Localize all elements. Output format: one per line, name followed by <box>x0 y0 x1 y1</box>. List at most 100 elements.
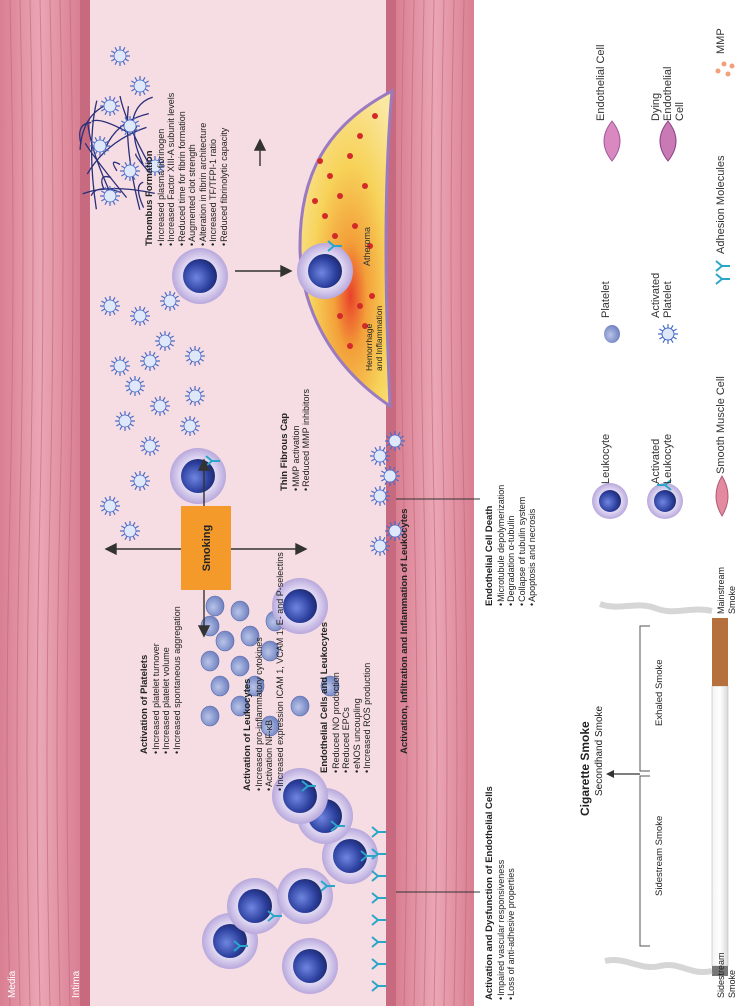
legend-mmp: MMP <box>715 28 727 54</box>
annotation-item: Increased platelet volume <box>161 606 172 754</box>
endo-leuko-list: Reduced NO productionReduced EPCseNOS un… <box>331 622 373 773</box>
lipid-dot <box>347 153 353 159</box>
legend-endothelial-cell: Endothelial Cell <box>595 45 607 121</box>
legend-leukocyte: Leukocyte <box>600 434 612 484</box>
annotation-item: Increased TF/TFPI-1 ratio <box>208 93 219 246</box>
intima-layer-label: Intima <box>72 971 83 998</box>
platelet <box>201 706 219 726</box>
lipid-dot <box>372 113 378 119</box>
cell-death-title: Endothelial Cell Death <box>485 485 496 606</box>
platelets-list: Increased platelet turnoverIncreased pla… <box>151 606 183 754</box>
platelet <box>201 651 219 671</box>
legend-dying-endothelial-cell-icon <box>660 121 676 161</box>
fibrous-cap-annotation: Thin Fibrous Cap MMP activationReduced M… <box>280 389 312 491</box>
annotation-item: Increased Factor XIII-A subunit levels <box>166 93 177 246</box>
leukocytes-list: Increased pro-inflammatory cytokinesActi… <box>254 552 286 791</box>
leukocytes-title: Activation of Leukocytes <box>243 552 254 791</box>
legend-activated-platelet-icon <box>658 324 678 344</box>
smoking-label: Smoking <box>201 525 213 571</box>
lipid-dot <box>357 133 363 139</box>
cigarette-smoke-title: Cigarette Smoke <box>580 721 591 816</box>
legend-adhesion-molecules: Adhesion Molecules <box>715 156 727 254</box>
infiltration-annotation: Activation, Infiltration and Inflammatio… <box>400 509 411 754</box>
leukocytes-annotation: Activation of Leukocytes Increased pro-i… <box>243 552 285 791</box>
endo-leuko-annotation: Endothelial Cells and Leukocytes Reduced… <box>320 622 373 773</box>
sidestream-bracket <box>640 776 650 946</box>
adhesion-molecule <box>716 274 730 284</box>
media-layer-label: Media <box>8 971 19 998</box>
lipid-dot <box>312 198 318 204</box>
legend-activated-leukocyte-icon <box>647 480 683 519</box>
legend-activated-platelet: Activated Platelet <box>650 258 674 318</box>
sidestream-end-label: Sidestream Smoke <box>716 950 737 998</box>
lipid-dot <box>357 303 363 309</box>
platelets-title: Activation of Platelets <box>140 606 151 754</box>
legend-dying-endothelial-cell: Dying Endothelial Cell <box>650 46 686 121</box>
annotation-item: eNOS uncoupling <box>352 622 363 773</box>
annotation-item: Loss of anti-adhesive properties <box>506 786 517 1000</box>
endo-dysfunction-annotation: Activation and Dysfunction of Endothelia… <box>485 786 517 1000</box>
upper-intima <box>80 0 90 1006</box>
endo-leuko-title: Endothelial Cells and Leukocytes <box>320 622 331 773</box>
mainstream-end-label: Mainstream Smoke <box>716 562 737 614</box>
lower-vessel-wall <box>396 0 474 1006</box>
annotation-item: Increased platelet turnover <box>151 606 162 754</box>
legend-activated-leukocyte: Activated Leukocyte <box>650 424 674 484</box>
annotation-item: Reduced time for fibrin formation <box>177 93 188 246</box>
exhaled-bracket <box>640 626 650 771</box>
legend-smooth-muscle-cell: Smooth Muscle Cell <box>715 376 727 474</box>
platelets-annotation: Activation of Platelets Increased platel… <box>140 606 182 754</box>
annotation-item: Reduced fibrinolytic capacity <box>219 93 230 246</box>
fibrous-cap-list: MMP activationReduced MMP inhibitors <box>291 389 312 491</box>
sidestream-smoke-plume <box>605 960 712 972</box>
annotation-item: Degradation α-tubulin <box>506 485 517 606</box>
annotation-item: Increased spontaneous aggregation <box>172 606 183 754</box>
annotation-item: Reduced MMP inhibitors <box>301 389 312 491</box>
annotation-item: Increased ROS production <box>362 622 373 773</box>
annotation-item: Reduced NO production <box>331 622 342 773</box>
lipid-dot <box>352 223 358 229</box>
adhesion-molecule <box>716 261 730 271</box>
atheroma-label: Atheroma <box>362 227 372 266</box>
annotation-item: Activation NF-κB <box>264 552 275 791</box>
leukocyte <box>227 878 283 934</box>
exhaled-smoke-label: Exhaled Smoke <box>655 659 666 726</box>
fibrous-cap-title: Thin Fibrous Cap <box>280 389 291 491</box>
cigarette-filter <box>712 618 728 686</box>
annotation-item: Alteration in fibrin architecture <box>198 93 209 246</box>
cell-death-list: Microtubule depolymerizationDegradation … <box>496 485 538 606</box>
platelet <box>211 676 229 696</box>
annotation-item: Increased plasma fibrinogen <box>156 93 167 246</box>
cigarette-body <box>712 686 728 966</box>
lipid-dot <box>362 183 368 189</box>
secondhand-arrowhead <box>606 770 614 778</box>
legend-platelet: Platelet <box>600 281 612 318</box>
lipid-dot <box>337 313 343 319</box>
legend-platelet-icon <box>604 325 620 343</box>
cell-death-annotation: Endothelial Cell Death Microtubule depol… <box>485 485 538 606</box>
mainstream-smoke-plume <box>600 604 712 611</box>
platelet <box>216 631 234 651</box>
annotation-item: Augmented clot strength <box>187 93 198 246</box>
lipid-dot <box>317 158 323 164</box>
annotation-item: Collapse of tubulin system <box>517 485 528 606</box>
lipid-dot <box>369 293 375 299</box>
annotation-item: Apoptosis and necrosis <box>527 485 538 606</box>
platelet <box>291 696 309 716</box>
lipid-dot <box>322 213 328 219</box>
secondhand-smoke-label: Secondhand Smoke <box>595 706 606 796</box>
annotation-item: Microtubule depolymerization <box>496 485 507 606</box>
platelet <box>206 596 224 616</box>
annotation-item: Reduced EPCs <box>341 622 352 773</box>
infiltration-title: Activation, Infiltration and Inflammatio… <box>400 509 411 754</box>
lipid-dot <box>332 233 338 239</box>
lipid-dot <box>327 173 333 179</box>
thrombus-list: Increased plasma fibrinogenIncreased Fac… <box>156 93 230 246</box>
thrombus-title: Thrombus Formation <box>145 93 156 246</box>
leukocyte <box>172 248 228 304</box>
endo-dysfunction-title: Activation and Dysfunction of Endothelia… <box>485 786 496 1000</box>
legend-smooth-muscle-cell-icon <box>716 476 728 516</box>
